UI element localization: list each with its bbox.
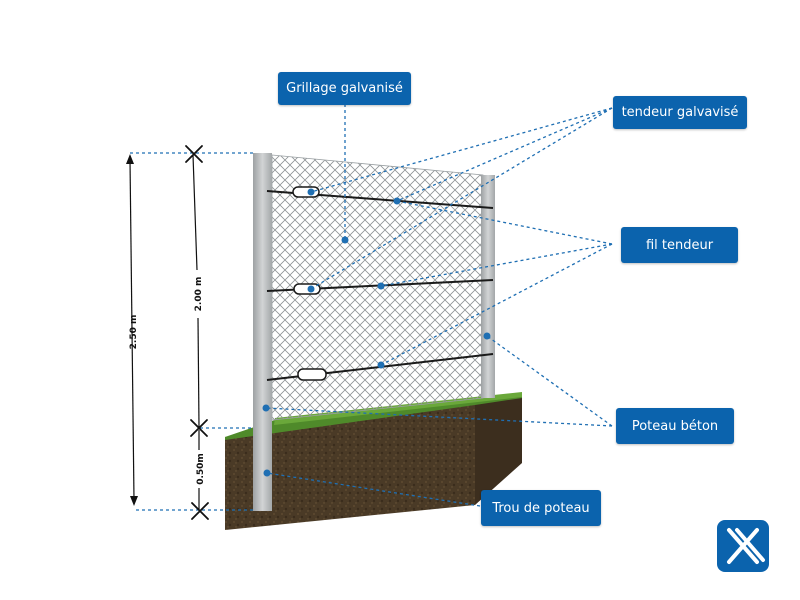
left-concrete-post	[253, 153, 272, 511]
leader-lines	[130, 104, 613, 511]
tensioner-top	[292, 186, 320, 198]
dimension-label-total: 2.50 m	[129, 315, 139, 350]
label-fil-tendeur: fil tendeur	[621, 227, 738, 263]
tensioner-bottom	[297, 368, 327, 381]
dimension-above-ground	[192, 154, 200, 428]
soil-block-front	[225, 402, 475, 530]
soil-block-side	[475, 396, 522, 505]
tensioner-middle	[293, 283, 321, 295]
leader-dots	[262, 188, 491, 477]
right-concrete-post	[481, 175, 495, 398]
label-grillage-galvanise: Grillage galvanisé	[278, 72, 411, 105]
brand-logo-icon	[717, 520, 769, 572]
label-poteau-beton: Poteau béton	[616, 408, 734, 444]
label-trou-de-poteau: Trou de poteau	[481, 490, 601, 526]
dimension-total	[126, 154, 138, 506]
label-tendeur-galvanise: tendeur galvavisé	[613, 96, 747, 129]
dimension-markers	[185, 145, 209, 520]
dimension-label-below-ground: 0.50m	[196, 453, 206, 485]
dimension-label-above-ground: 2.00 m	[194, 277, 204, 312]
